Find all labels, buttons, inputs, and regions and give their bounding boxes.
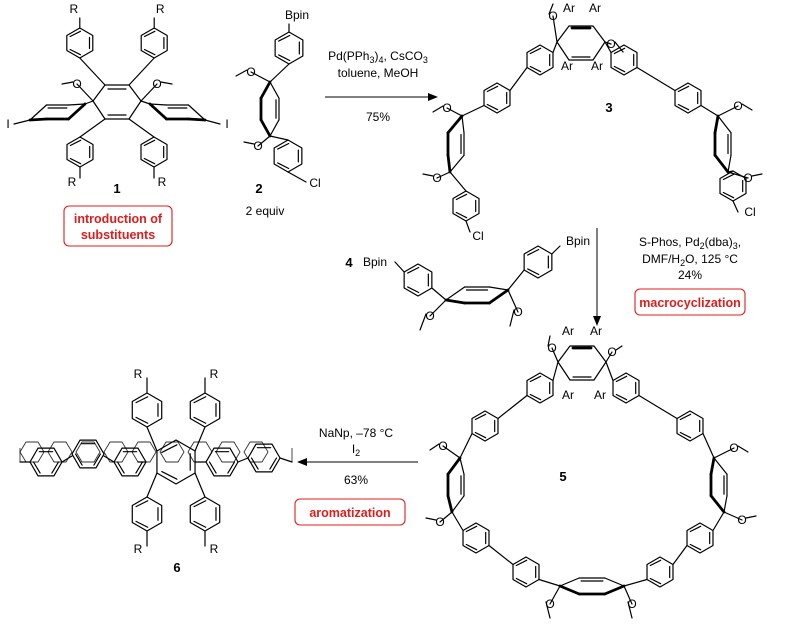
bpin-label: Bpin xyxy=(363,255,387,269)
methoxy-oxygen-label: O xyxy=(607,345,616,359)
compound-number-2: 2 xyxy=(255,181,262,196)
substituent-r-label: R xyxy=(68,175,77,189)
svg-text:aromatization: aromatization xyxy=(309,506,390,520)
methoxy-oxygen-label: O xyxy=(737,513,746,527)
methoxy-oxygen-label: O xyxy=(513,305,522,319)
substituent-r-label: R xyxy=(210,542,219,556)
chlorine-label: Cl xyxy=(472,229,483,243)
step1-conditions-line1: Pd(PPh3)4, CsCO3 xyxy=(328,49,428,65)
substituent-r-label: R xyxy=(134,367,143,381)
compound-number-1: 1 xyxy=(113,181,120,196)
methoxy-oxygen-label: O xyxy=(743,171,752,185)
methoxy-oxygen-label: O xyxy=(729,441,738,455)
methoxy-oxygen-label: O xyxy=(442,101,451,115)
compound-number-6: 6 xyxy=(173,560,180,575)
aryl-ar-label: Ar xyxy=(591,59,603,73)
methoxy-oxygen-label: O xyxy=(548,9,557,23)
methoxy-oxygen-label: O xyxy=(606,37,615,51)
step1-conditions-line2: toluene, MeOH xyxy=(338,66,419,80)
step2-conditions-line2: DMF/H2O, 125 °C xyxy=(642,252,738,268)
methoxy-oxygen-label: O xyxy=(253,139,262,153)
macrocyclization-label: macrocyclization xyxy=(634,288,746,316)
step1-yield: 75% xyxy=(366,110,390,124)
step3-yield: 63% xyxy=(344,473,368,487)
chlorine-label: Cl xyxy=(309,176,320,190)
methoxy-oxygen-label: O xyxy=(438,439,447,453)
arrow-step-2 xyxy=(593,228,601,326)
arrow-step-3 xyxy=(297,458,418,466)
aryl-ar-label: Ar xyxy=(562,324,574,338)
methoxy-oxygen-label: O xyxy=(246,65,255,79)
substituent-r-label: R xyxy=(69,2,78,16)
compound-number-4: 4 xyxy=(345,255,353,270)
step2-yield: 24% xyxy=(678,268,702,282)
step3-conditions-line2: I2 xyxy=(352,442,360,458)
aryl-ar-label: Ar xyxy=(562,388,574,402)
aryl-ar-label: Ar xyxy=(594,388,606,402)
step2-conditions-line1: S-Phos, Pd2(dba)3, xyxy=(639,235,741,251)
compound-number-5: 5 xyxy=(559,469,566,484)
methoxy-oxygen-label: O xyxy=(545,597,554,611)
substituent-r-label: R xyxy=(156,2,165,16)
iodine-label: I xyxy=(225,117,228,131)
bpin-label: Bpin xyxy=(285,8,309,22)
svg-text:introduction of: introduction of xyxy=(74,212,163,226)
svg-text:substituents: substituents xyxy=(81,228,155,242)
methoxy-oxygen-label: O xyxy=(435,515,444,529)
methoxy-oxygen-label: O xyxy=(72,77,81,91)
equivalents-label: 2 equiv xyxy=(246,204,285,218)
methoxy-oxygen-label: O xyxy=(425,309,434,323)
compound-6-structure: R R R R xyxy=(19,367,293,556)
aryl-ar-label: Ar xyxy=(590,324,602,338)
compound-1-structure: R R R R I I O O xyxy=(6,2,228,189)
introduction-of-substituents-label: introduction of substituents xyxy=(63,205,173,247)
svg-text:macrocyclization: macrocyclization xyxy=(639,296,740,310)
methoxy-oxygen-label: O xyxy=(152,77,161,91)
aryl-ar-label: Ar xyxy=(563,1,575,15)
aromatization-label: aromatization xyxy=(294,498,406,526)
compound-number-3: 3 xyxy=(605,100,612,115)
aryl-ar-label: Ar xyxy=(561,59,573,73)
substituent-r-label: R xyxy=(210,367,219,381)
methoxy-oxygen-label: O xyxy=(627,597,636,611)
methoxy-oxygen-label: O xyxy=(432,171,441,185)
bpin-label: Bpin xyxy=(566,234,590,248)
arrow-step-1 xyxy=(325,93,438,101)
belt-back-rings xyxy=(19,441,269,463)
substituent-r-label: R xyxy=(158,175,167,189)
chlorine-label: Cl xyxy=(744,205,755,219)
aryl-ar-label: Ar xyxy=(589,1,601,15)
methoxy-oxygen-label: O xyxy=(733,99,742,113)
methoxy-oxygen-label: O xyxy=(547,341,556,355)
substituent-r-label: R xyxy=(134,542,143,556)
step3-conditions-line1: NaNp, –78 °C xyxy=(319,426,394,440)
iodine-label: I xyxy=(6,117,9,131)
